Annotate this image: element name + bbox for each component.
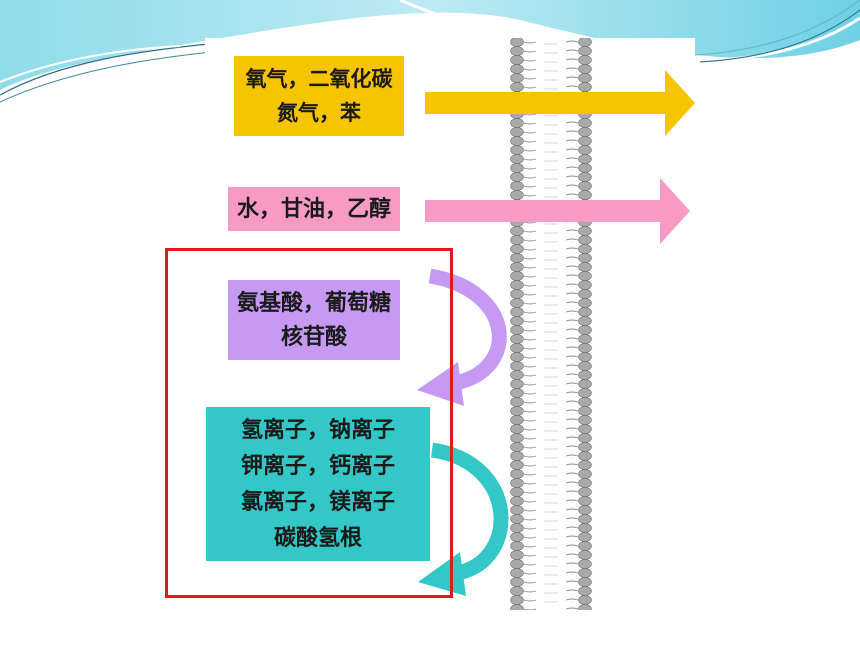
small-polar-line-1: 水，甘油，乙醇 bbox=[236, 196, 391, 222]
gases-line-1: 氧气，二氧化碳 bbox=[245, 66, 393, 91]
highlight-frame bbox=[165, 248, 453, 598]
ions-line-2: 钾离子，钙离子 bbox=[240, 453, 395, 479]
small-polar-molecules-box: 水，甘油，乙醇 bbox=[228, 187, 400, 231]
ions-line-4: 碳酸氢根 bbox=[273, 525, 362, 551]
organic-molecules-box: 氨基酸，葡萄糖 核苷酸 bbox=[228, 280, 400, 360]
gases-box: 氧气，二氧化碳 氮气，苯 bbox=[234, 56, 404, 136]
ions-line-3: 氯离子，镁离子 bbox=[240, 489, 395, 515]
organic-molecules-line-1: 氨基酸，葡萄糖 bbox=[236, 290, 391, 316]
organic-molecules-line-2: 核苷酸 bbox=[280, 324, 347, 350]
ions-box: 氢离子，钠离子 钾离子，钙离子 氯离子，镁离子 碳酸氢根 bbox=[206, 407, 430, 561]
gases-line-2: 氮气，苯 bbox=[277, 100, 361, 125]
cell-membrane bbox=[510, 38, 592, 610]
ions-line-1: 氢离子，钠离子 bbox=[240, 417, 395, 443]
